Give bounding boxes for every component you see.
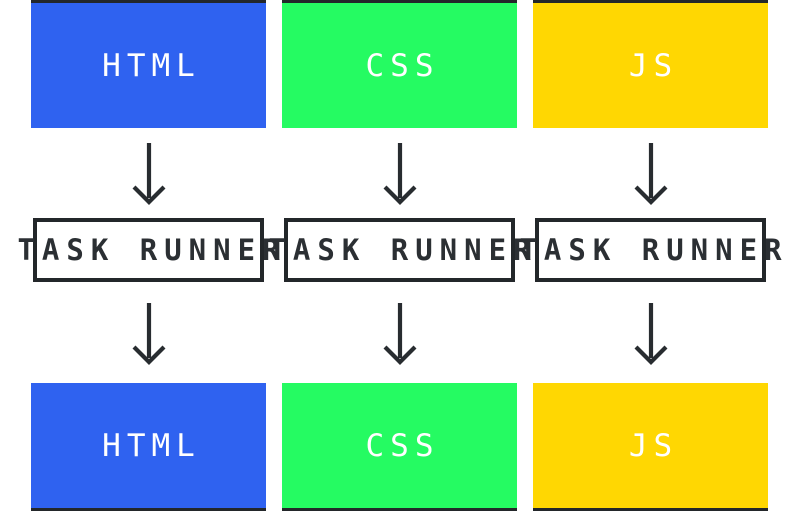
task-runner-box-js: TASK RUNNER bbox=[519, 218, 782, 282]
arrow-down-icon bbox=[382, 301, 418, 365]
arrow-down-icon bbox=[131, 141, 167, 205]
task-runner-label: TASK RUNNER bbox=[519, 233, 789, 267]
flow-arrow-zone bbox=[633, 282, 669, 383]
arrow-down-icon bbox=[633, 301, 669, 365]
flow-arrow-zone bbox=[382, 128, 418, 218]
task-runner-box-html: TASK RUNNER bbox=[17, 218, 280, 282]
output-box-css-label: CSS bbox=[365, 427, 440, 464]
source-box-css: CSS bbox=[282, 0, 517, 128]
source-box-html: HTML bbox=[31, 0, 266, 128]
output-box-html: HTML bbox=[31, 383, 266, 511]
source-box-js-label: JS bbox=[628, 47, 679, 84]
pipeline-column-js: JS TASK RUNNER JS bbox=[519, 0, 782, 511]
flow-arrow-zone bbox=[131, 282, 167, 383]
flow-arrow-zone bbox=[382, 282, 418, 383]
output-box-js: JS bbox=[533, 383, 768, 511]
source-box-html-label: HTML bbox=[102, 47, 201, 84]
flow-arrow-zone bbox=[131, 128, 167, 218]
source-box-css-label: CSS bbox=[365, 47, 440, 84]
output-box-html-label: HTML bbox=[102, 427, 201, 464]
source-box-js: JS bbox=[533, 0, 768, 128]
pipeline-column-css: CSS TASK RUNNER CSS bbox=[268, 0, 531, 511]
task-runner-label: TASK RUNNER bbox=[17, 233, 287, 267]
arrow-down-icon bbox=[633, 141, 669, 205]
pipeline-column-html: HTML TASK RUNNER HTML bbox=[17, 0, 280, 511]
arrow-down-icon bbox=[382, 141, 418, 205]
arrow-down-icon bbox=[131, 301, 167, 365]
output-box-css: CSS bbox=[282, 383, 517, 511]
task-runner-label: TASK RUNNER bbox=[268, 233, 538, 267]
task-runner-box-css: TASK RUNNER bbox=[268, 218, 531, 282]
flow-arrow-zone bbox=[633, 128, 669, 218]
output-box-js-label: JS bbox=[628, 427, 679, 464]
